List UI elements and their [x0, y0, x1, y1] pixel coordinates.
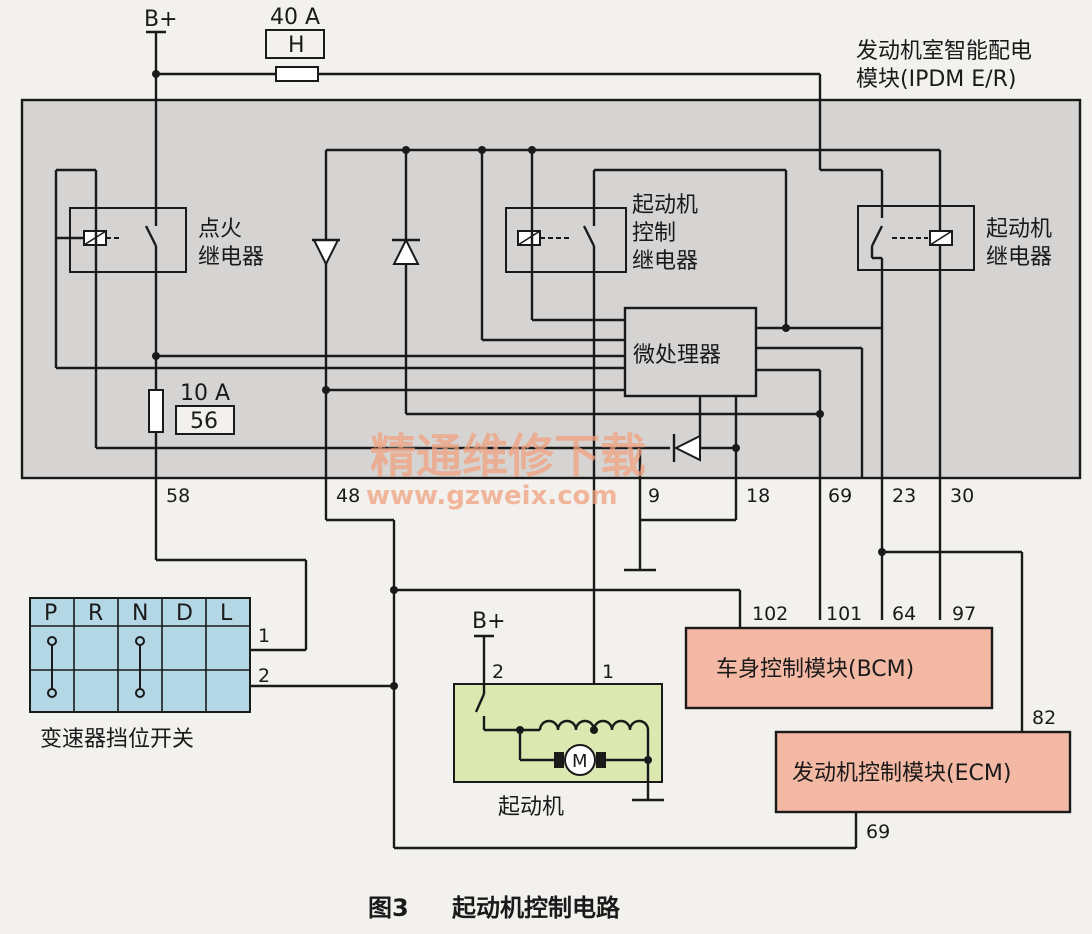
fuse40-code-box — [265, 29, 325, 59]
bplus-label: B+ — [144, 7, 178, 32]
diode-left-icon — [312, 238, 340, 267]
ecm-box — [774, 730, 1072, 814]
bcm-pin-64: 64 — [892, 603, 916, 625]
fuse10-code: 56 — [190, 409, 218, 434]
bcm-box — [684, 626, 994, 710]
fuse-10a — [148, 389, 164, 433]
starter-relay-label-1: 起动机 — [986, 217, 1052, 242]
fuse-40a — [275, 66, 319, 82]
pin-9: 9 — [648, 485, 660, 507]
starter-coil-icon — [538, 719, 650, 731]
starter-relay-coil-icon — [929, 230, 953, 246]
ipdm-title-line2: 模块(IPDM E/R) — [856, 67, 1016, 92]
motor-icon — [554, 744, 606, 776]
trans-pin-2: 2 — [258, 665, 270, 687]
starter-relay-label-2: 继电器 — [986, 245, 1052, 270]
starter-pin-2: 2 — [492, 661, 504, 683]
caption-figure: 图3 — [368, 894, 409, 922]
position-r: R — [88, 601, 103, 626]
pin-48: 48 — [336, 485, 360, 507]
watermark-line1: 精通维修下载 — [370, 429, 646, 483]
starter-control-relay-contact-icon — [582, 225, 596, 247]
bcm-pin-102: 102 — [752, 603, 788, 625]
starter-pin-1: 1 — [602, 661, 614, 683]
ignition-relay-box — [69, 207, 187, 273]
starter-relay-box — [857, 205, 975, 271]
trans-pin-1: 1 — [258, 625, 270, 647]
fuse10-code-box — [175, 405, 235, 435]
transmission-label: 变速器挡位开关 — [40, 727, 194, 752]
ecm-label: 发动机控制模块(ECM) — [792, 761, 1011, 786]
ignition-relay-label-1: 点火 — [198, 217, 242, 242]
ipdm-title-line1: 发动机室智能配电 — [856, 39, 1032, 64]
starter-bplus: B+ — [472, 609, 506, 634]
pin-30: 30 — [950, 485, 974, 507]
transmission-switch — [29, 597, 251, 713]
pin-69: 69 — [828, 485, 852, 507]
starter-control-relay-label-1: 起动机 — [632, 193, 698, 218]
ignition-relay-contact-icon — [144, 212, 158, 247]
starter-control-relay-box — [505, 207, 627, 273]
position-n: N — [132, 601, 148, 626]
pin-58: 58 — [166, 485, 190, 507]
bcm-label: 车身控制模块(BCM) — [716, 657, 914, 682]
starter-control-relay-label-2: 控制 — [632, 221, 676, 246]
switch-contact-n-icon — [135, 636, 145, 698]
caption-title: 起动机控制电路 — [451, 894, 621, 922]
fuse40-code: H — [288, 33, 305, 58]
pin-23: 23 — [892, 485, 916, 507]
position-l: L — [220, 601, 233, 626]
motor-symbol: M — [572, 751, 588, 772]
microprocessor-label: 微处理器 — [633, 343, 721, 368]
position-d: D — [176, 601, 193, 626]
starter-switch-icon — [474, 693, 486, 730]
microprocessor-box — [623, 306, 758, 398]
starter-relay-contact-icon — [870, 225, 928, 247]
starter-control-relay-coil-icon — [517, 230, 572, 246]
fuse10-rating: 10 A — [180, 381, 230, 406]
bcm-pin-101: 101 — [826, 603, 862, 625]
diode-right-icon — [392, 237, 420, 265]
fuse40-rating: 40 A — [270, 5, 320, 30]
ignition-relay-label-2: 继电器 — [198, 245, 264, 270]
pin-18: 18 — [746, 485, 770, 507]
starter-control-relay-label-3: 继电器 — [632, 249, 698, 274]
bcm-pin-97: 97 — [952, 603, 976, 625]
ecm-pin-69: 69 — [866, 821, 890, 843]
starter-motor-label: 起动机 — [498, 795, 564, 820]
switch-contact-p-icon — [47, 636, 57, 698]
position-p: P — [44, 601, 57, 626]
watermark-line2: www.gzweix.com — [366, 481, 618, 511]
ecm-pin-82: 82 — [1032, 707, 1056, 729]
